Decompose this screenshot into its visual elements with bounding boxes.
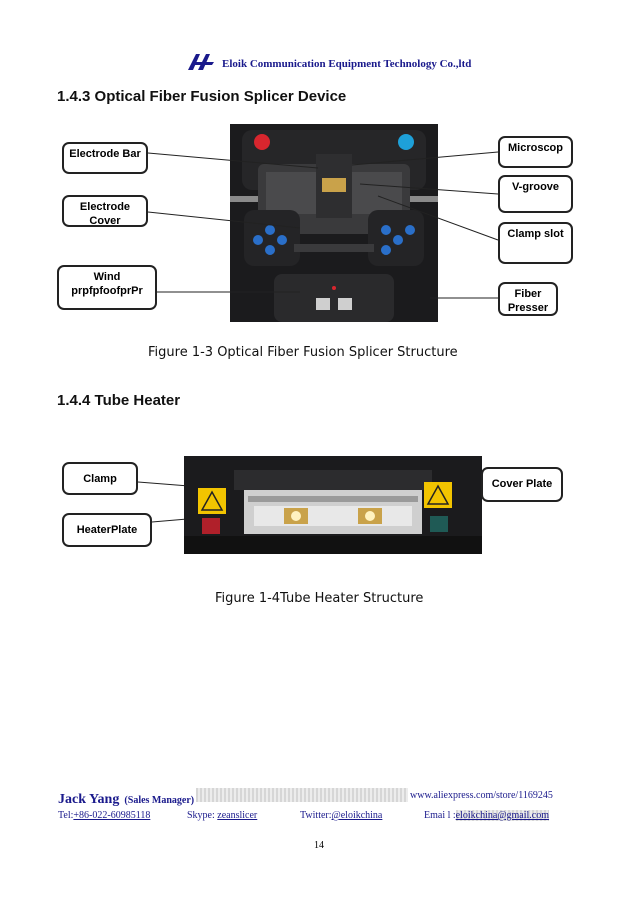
store-link[interactable]: www.aliexpress.com/store/1169245	[410, 790, 553, 801]
splicer-illustration	[230, 124, 438, 322]
warning-icon-right	[426, 484, 450, 505]
tel-link[interactable]: +86-022-60985118	[73, 810, 151, 821]
figure-caption-2: Figure 1-4Tube Heater Structure	[215, 591, 424, 606]
skype-link[interactable]: zeanslicer	[217, 810, 258, 821]
footer-email: Emai l :eloikchina@gmail.com	[424, 810, 550, 821]
label-fiber-presser: Fiber Presser	[498, 282, 558, 316]
set-button-icon	[398, 134, 414, 150]
redacted-bar	[196, 788, 408, 802]
page-header: Eloik Communication Equipment Technology…	[180, 52, 480, 74]
footer-role: (Sales Manager)	[124, 795, 195, 806]
footer-skype: Skype: zeanslicer	[187, 810, 258, 821]
footer-name: Jack Yang	[58, 792, 120, 807]
power-button-icon	[254, 134, 270, 150]
page-number: 14	[314, 840, 324, 851]
heater-illustration	[184, 456, 482, 554]
warning-icon	[200, 490, 224, 511]
company-name: Eloik Communication Equipment Technology…	[222, 58, 472, 70]
label-clamp-slot: Clamp slot	[498, 222, 573, 264]
footer-tel: Tel:+86-022-60985118	[58, 810, 151, 821]
label-v-groove: V-groove	[498, 175, 573, 213]
footer-twitter: Twitter:@eloikchina	[300, 810, 383, 821]
tube-heater-photo	[184, 456, 482, 554]
splicer-device-photo	[230, 124, 438, 322]
label-electrode-cover: Electrode Cover	[62, 195, 148, 227]
twitter-link[interactable]: @eloikchina	[331, 810, 383, 821]
label-clamp: Clamp	[62, 462, 138, 495]
email-link[interactable]: eloikchina@gmail.com	[455, 810, 550, 821]
label-electrode-bar: Electrode Bar	[62, 142, 148, 174]
company-logo-icon	[188, 54, 214, 70]
label-microscope: Microscop	[498, 136, 573, 168]
section-title-heater: 1.4.4 Tube Heater	[57, 392, 181, 409]
label-wind: Wind prpfpfoofprPr	[57, 265, 157, 310]
footer-contact-name: Jack Yang (Sales Manager)	[58, 788, 194, 808]
section-title-splicer: 1.4.3 Optical Fiber Fusion Splicer Devic…	[57, 88, 347, 105]
figure-caption-1: Figure 1-3 Optical Fiber Fusion Splicer …	[148, 345, 458, 360]
label-cover-plate: Cover Plate	[481, 467, 563, 502]
label-heater-plate: HeaterPlate	[62, 513, 152, 547]
